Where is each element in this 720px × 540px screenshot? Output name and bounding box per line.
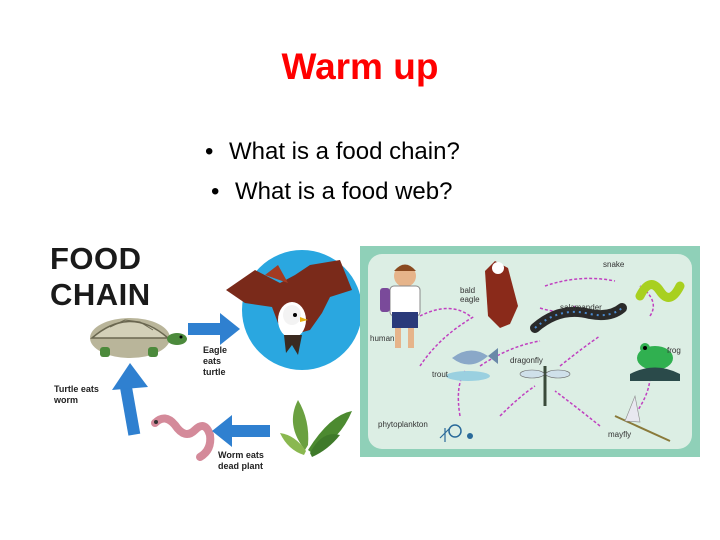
frog-label: frog [667,346,681,355]
eagle-caption: Eagle eats turtle [203,345,228,377]
heading-line: FOOD [50,241,142,276]
salamander-icon [530,303,627,333]
arrow-worm-to-turtle-icon [112,363,148,436]
bullet-item: • What is a food web? [205,176,605,216]
bald-eagle-icon [485,261,518,328]
page-title: Warm up [281,46,439,87]
trout-icon [446,348,498,381]
food-web-artwork [360,246,700,457]
bullet-text: What is a food web? [235,178,453,205]
arrow-turtle-to-eagle-icon [188,313,240,345]
food-chain-artwork [89,250,360,461]
phytoplankton-label: phytoplankton [378,420,428,429]
snake-icon [635,280,685,302]
worm-caption: Worm eats dead plant [218,450,264,471]
bullet-dot: • [205,138,214,165]
heading-line: CHAIN [50,277,151,312]
eagle-icon [226,260,352,355]
human-icon [380,264,421,348]
food-web-illustration: snake bald eagle salamander human frog d… [360,246,700,457]
human-label: human [370,334,395,343]
salamander-label: salamander [560,303,602,312]
bald-eagle-label: bald eagle [460,286,480,304]
bullet-item: • What is a food chain? [205,136,605,176]
phytoplankton-icon [439,424,473,442]
turtle-icon [89,318,187,358]
dragonfly-icon [519,366,571,406]
worm-icon [151,414,215,461]
turtle-caption: Turtle eats worm [54,384,99,405]
bullet-list: • What is a food chain? • What is a food w… [205,136,605,216]
plant-icon [280,400,352,457]
mayfly-label: mayfly [608,430,632,439]
bullet-dot: • [211,178,220,205]
bullet-text: What is a food chain? [229,138,460,165]
snake-label: snake [603,260,625,269]
frog-icon [630,343,680,381]
arrow-plant-to-worm-icon [212,415,270,447]
mayfly-icon [614,394,671,442]
trout-label: trout [432,370,449,379]
food-chain-heading: FOOD CHAIN [50,241,151,313]
dragonfly-label: dragonfly [510,356,543,365]
food-chain-illustration: FOOD CHAIN Eagle eats turtle Turtle eats… [40,235,360,480]
